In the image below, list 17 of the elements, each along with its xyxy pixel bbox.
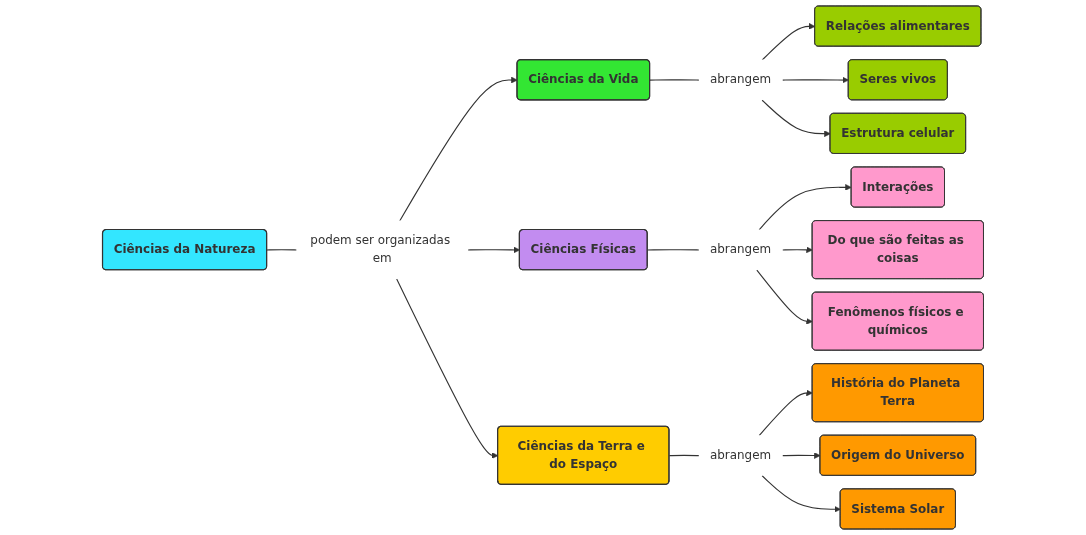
connector bbox=[649, 79, 700, 81]
arrow bbox=[782, 452, 821, 459]
arrow bbox=[758, 184, 852, 231]
connector bbox=[647, 249, 700, 251]
connector bbox=[266, 249, 298, 251]
connector bbox=[668, 454, 700, 457]
arrow bbox=[761, 99, 831, 137]
node-text: abrangem bbox=[709, 447, 772, 462]
arrow bbox=[761, 23, 816, 61]
arrow bbox=[761, 475, 841, 513]
arrow bbox=[782, 246, 813, 254]
node-text: abrangem bbox=[709, 242, 772, 257]
node-text: abrangem bbox=[709, 72, 772, 87]
node-text: podem ser organizadas em bbox=[310, 233, 451, 266]
arrow bbox=[756, 269, 813, 325]
arrow bbox=[782, 76, 849, 84]
arrow bbox=[758, 389, 813, 437]
